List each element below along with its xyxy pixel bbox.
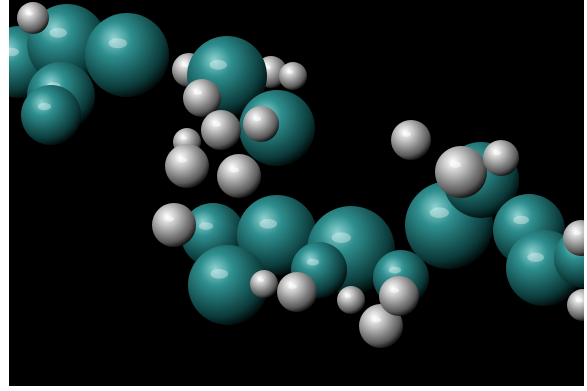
- atom-highlight: [493, 150, 502, 156]
- hydrogen-atom: [165, 144, 209, 188]
- atom-highlight: [390, 288, 399, 293]
- render-canvas[interactable]: [9, 0, 584, 386]
- atom-highlight: [108, 38, 127, 49]
- atom-highlight: [371, 317, 381, 323]
- atom-highlight: [527, 252, 544, 262]
- atom-highlight: [259, 219, 277, 229]
- atom-highlight: [229, 167, 239, 173]
- atom-highlight: [288, 284, 297, 289]
- hydrogen-atom: [279, 62, 307, 90]
- hydrogen-atom: [483, 140, 519, 176]
- atom-highlight: [25, 11, 33, 16]
- atom-highlight: [37, 103, 51, 111]
- atom-highlight: [306, 258, 319, 266]
- atom-highlight: [181, 63, 189, 68]
- atom-highlight: [257, 278, 264, 282]
- atom-highlight: [212, 122, 222, 127]
- hydrogen-atom: [337, 286, 365, 314]
- atom-highlight: [177, 157, 187, 163]
- atom-highlight: [449, 161, 461, 168]
- atom-highlight: [49, 28, 67, 38]
- hydrogen-atom: [379, 276, 419, 316]
- hydrogen-atom: [391, 120, 431, 160]
- hydrogen-atom: [217, 154, 261, 198]
- molecule-model: [9, 2, 584, 348]
- hydrogen-atom: [183, 79, 221, 117]
- atom-highlight: [388, 266, 401, 274]
- atom-highlight: [253, 116, 261, 122]
- hydrogen-atom: [152, 203, 196, 247]
- atom-highlight: [573, 230, 581, 236]
- atom-layer: [9, 2, 584, 348]
- hydrogen-atom: [277, 272, 317, 312]
- atom-highlight: [575, 298, 583, 303]
- hydrogen-atom: [435, 146, 487, 198]
- atom-highlight: [180, 136, 187, 140]
- atom-highlight: [210, 269, 228, 279]
- carbon-atom: [188, 245, 268, 325]
- hydrogen-atom: [250, 270, 278, 298]
- carbon-atom: [21, 85, 81, 145]
- atom-highlight: [402, 132, 411, 137]
- atom-highlight: [209, 60, 227, 70]
- hydrogen-atom: [243, 106, 279, 142]
- carbon-atom: [85, 13, 169, 97]
- atom-highlight: [164, 216, 174, 222]
- hydrogen-atom: [567, 289, 584, 321]
- atom-highlight: [344, 294, 352, 298]
- hydrogen-atom: [201, 110, 241, 150]
- atom-highlight: [429, 207, 449, 218]
- atom-highlight: [193, 90, 203, 95]
- hydrogen-atom: [359, 304, 403, 348]
- atom-highlight: [286, 70, 294, 74]
- atom-highlight: [513, 215, 529, 225]
- atom-highlight: [331, 232, 351, 243]
- hydrogen-atom: [563, 220, 584, 256]
- atom-highlight: [198, 222, 214, 230]
- hydrogen-atom: [17, 2, 49, 34]
- atom-highlight: [9, 47, 19, 57]
